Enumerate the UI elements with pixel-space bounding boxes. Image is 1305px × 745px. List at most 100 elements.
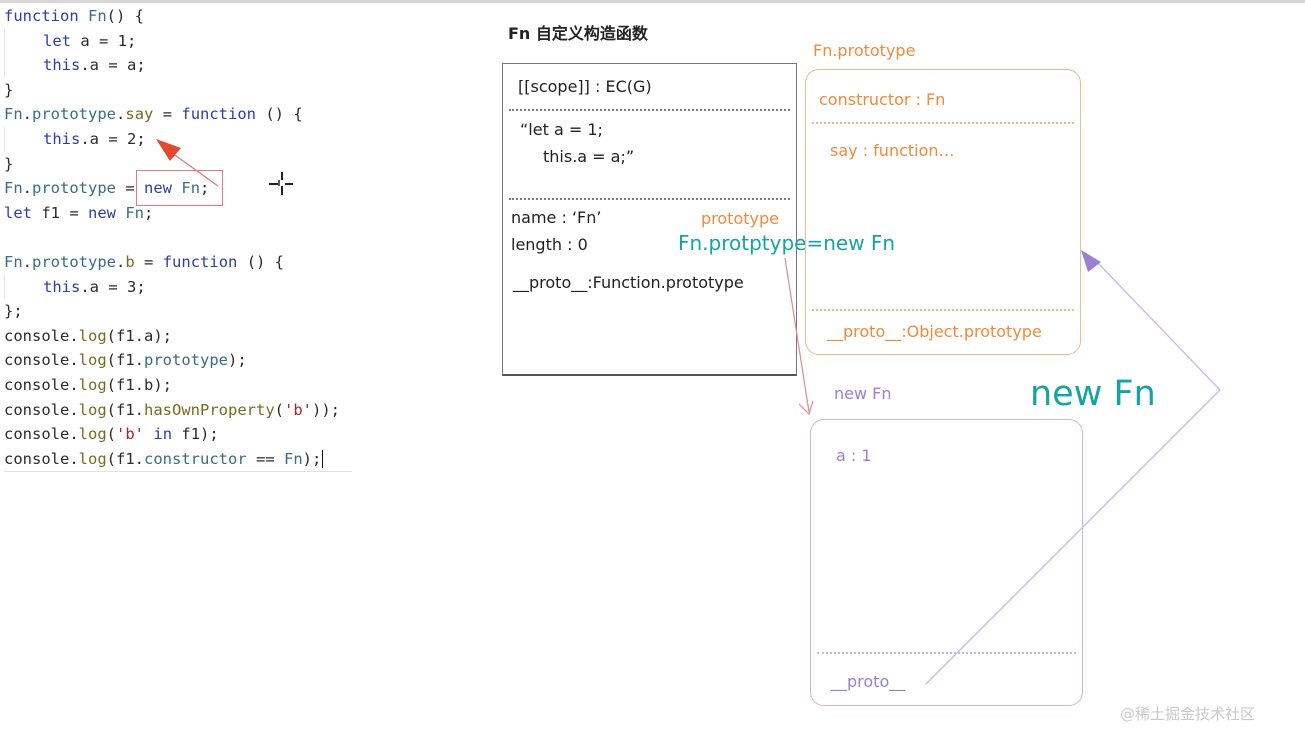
code-line-13: }; xyxy=(4,299,364,324)
code-token: = xyxy=(116,179,145,198)
keyword: this xyxy=(43,56,81,75)
code-token: . xyxy=(69,449,79,468)
code-token: . xyxy=(69,326,79,345)
identifier: log xyxy=(78,351,107,370)
code-line-9: let f1 = new Fn; xyxy=(4,201,364,226)
code-token: . xyxy=(69,375,79,394)
code-token: f1 = xyxy=(32,203,88,222)
code-line-14: console.log(f1.a); xyxy=(4,324,364,349)
identifier: log xyxy=(78,449,107,468)
code-editor[interactable]: function Fn() { let a = 1; this.a = a; }… xyxy=(4,4,364,473)
code-line-7: } xyxy=(4,152,364,177)
identifier: Fn xyxy=(283,449,303,468)
keyword: this xyxy=(43,129,81,148)
code-token: ; xyxy=(200,179,210,198)
code-token: . xyxy=(116,252,126,271)
say-label: say : function… xyxy=(830,141,955,160)
identifier: hasOwnProperty xyxy=(144,400,275,419)
identifier: Fn xyxy=(88,7,107,25)
code-token: (f1. xyxy=(106,449,144,468)
identifier: prototype xyxy=(144,351,228,370)
identifier: console xyxy=(4,449,70,468)
code-token: = xyxy=(134,252,163,271)
keyword: let xyxy=(4,203,32,222)
identifier: console xyxy=(4,425,70,444)
keyword: function xyxy=(162,252,238,271)
identifier: say xyxy=(125,105,154,124)
red-arrow-line xyxy=(171,152,219,187)
identifier: Fn xyxy=(125,203,145,222)
code-token: == xyxy=(246,449,284,468)
code-token: .a = a; xyxy=(80,56,146,75)
code-token: . xyxy=(22,252,33,271)
identifier: prototype xyxy=(32,179,117,198)
watermark: @稀土掘金技术社区 xyxy=(1120,705,1256,723)
prototype-arrow-line xyxy=(784,257,810,413)
identifier: Fn xyxy=(181,179,201,198)
code-token: .a = 3; xyxy=(80,277,146,296)
prototype-arrowhead-icon xyxy=(798,400,814,416)
new-fn-instance-box: a : 1 __proto__ xyxy=(810,419,1083,706)
code-token: (f1.a); xyxy=(106,326,172,345)
code-line-11: Fn.prototype.b = function () { xyxy=(4,250,364,275)
code-token: . xyxy=(69,425,79,444)
code-line-4: } xyxy=(4,78,364,103)
identifier: log xyxy=(78,425,107,444)
keyword: new xyxy=(88,203,116,222)
code-token: = xyxy=(153,105,182,124)
code-line-19: console.log(f1.constructor == Fn); xyxy=(4,447,352,473)
prototype-arrow-label: prototype xyxy=(701,209,779,228)
code-token: . xyxy=(22,179,33,198)
identifier: console xyxy=(4,351,70,370)
fn-proto-label: __proto__:Function.prototype xyxy=(513,273,744,292)
code-line-12: this.a = 3; xyxy=(4,274,364,300)
divider xyxy=(817,652,1076,654)
divider xyxy=(812,309,1074,311)
length-label: length : 0 xyxy=(511,235,588,254)
fn-prototype-box: constructor : Fn say : function… __proto… xyxy=(805,69,1081,355)
red-arrowhead-icon xyxy=(156,139,181,161)
string-literal: 'b' xyxy=(284,400,312,419)
code-token: . xyxy=(69,400,79,419)
identifier: constructor xyxy=(144,449,247,468)
identifier: Fn xyxy=(4,179,23,198)
identifier: log xyxy=(78,326,107,345)
code-token: .a = 2; xyxy=(80,129,146,148)
code-token: () { xyxy=(106,7,144,25)
code-token: (f1. xyxy=(106,400,144,419)
proto-chain-arrow-line xyxy=(925,261,1221,685)
code-token: ( xyxy=(106,425,117,444)
code-token: (f1.b); xyxy=(106,375,172,394)
code-line-1: function Fn() { xyxy=(4,4,364,29)
code-line-2: let a = 1; xyxy=(4,28,364,54)
keyword: this xyxy=(43,277,81,296)
instance-prop-a: a : 1 xyxy=(836,446,872,465)
constructor-label: constructor : Fn xyxy=(819,90,946,109)
code-token: () { xyxy=(256,105,303,124)
code-line-5: Fn.prototype.say = function () { xyxy=(4,102,364,127)
text-caret xyxy=(322,450,324,469)
code-line-15: console.log(f1.prototype); xyxy=(4,348,364,373)
code-line-3: this.a = a; xyxy=(4,53,364,78)
identifier: console xyxy=(4,326,70,345)
identifier: b xyxy=(125,252,135,271)
keyword: in xyxy=(153,425,173,444)
identifier: log xyxy=(78,400,107,419)
keyword: new xyxy=(144,179,173,198)
proto-chain-arrowhead-icon xyxy=(1081,250,1101,272)
code-line-16: console.log(f1.b); xyxy=(4,373,364,398)
code-token: ( xyxy=(274,400,284,419)
body-line-2: this.a = a;” xyxy=(543,147,635,166)
object-proto-label: __proto__:Object.prototype xyxy=(827,322,1042,341)
diagram-title: Fn 自定义构造函数 xyxy=(508,24,648,43)
identifier: console xyxy=(4,375,70,394)
code-line-18: console.log('b' in f1); xyxy=(4,422,364,447)
instance-proto-label: __proto__ xyxy=(831,672,906,691)
code-token: }; xyxy=(4,302,23,321)
keyword: let xyxy=(43,31,71,50)
code-token: a = 1; xyxy=(71,31,137,50)
code-token: ; xyxy=(144,203,154,222)
body-line-1: “let a = 1; xyxy=(520,120,603,139)
keyword: function xyxy=(181,105,257,124)
crosshair-cursor-icon xyxy=(269,172,293,195)
